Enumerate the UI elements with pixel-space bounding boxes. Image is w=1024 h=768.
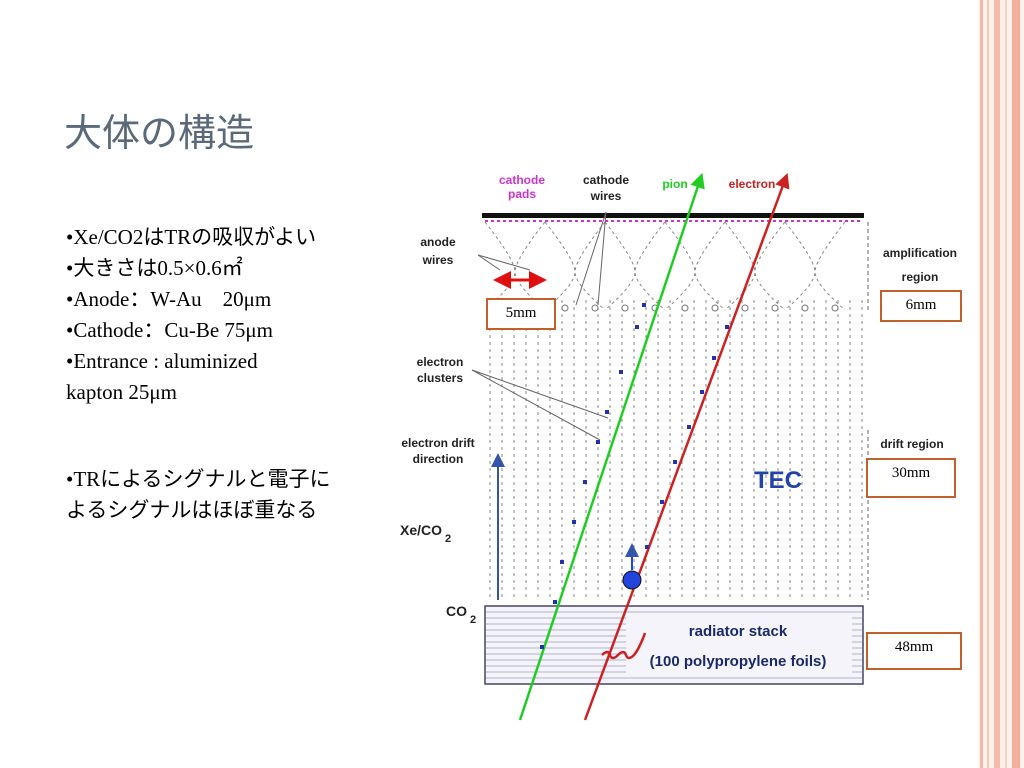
electron-track bbox=[583, 172, 790, 721]
electron-drift-direction-label: direction bbox=[413, 452, 464, 466]
decorative-stripes bbox=[978, 0, 1024, 768]
pion-label: pion bbox=[662, 177, 687, 191]
anode-wires-label: wires bbox=[422, 253, 454, 267]
cathode-wires-label: cathode bbox=[583, 173, 629, 187]
pointer-lines bbox=[471, 211, 609, 441]
pion-clusters bbox=[540, 303, 646, 649]
electron-clusters-label: clusters bbox=[417, 371, 463, 385]
cathode-wires-label: wires bbox=[590, 189, 622, 203]
bullet-item: •大きさは0.5×0.6㎡ bbox=[66, 256, 243, 280]
cathode-pad-bar bbox=[482, 213, 864, 218]
page-title: 大体の構造 bbox=[64, 111, 255, 155]
amplification-height-box: 6mm bbox=[880, 290, 962, 322]
radiator-stack-label: radiator stack bbox=[689, 623, 788, 640]
tr-absorption-point bbox=[622, 570, 642, 590]
electron-drift-direction-label: electron drift bbox=[401, 436, 474, 450]
bullet-item: •TRによるシグナルと電子に bbox=[66, 467, 331, 491]
amplification-region-label: amplification bbox=[883, 246, 957, 260]
amplification-field bbox=[484, 221, 846, 311]
amplification-region-label: region bbox=[902, 270, 939, 284]
drift-height-box: 30mm bbox=[866, 458, 956, 498]
bullet-item: •Cathode：Cu-Be 75μm bbox=[66, 318, 274, 342]
anode-wires-label: anode bbox=[420, 235, 456, 249]
bullet-item: •Entrance : aluminized bbox=[66, 349, 258, 373]
radiator-stack bbox=[484, 605, 864, 685]
cathode-wires bbox=[501, 304, 839, 312]
cathode-pads-label: pads bbox=[508, 187, 536, 201]
radiator-height-box: 48mm bbox=[866, 632, 962, 670]
electron-clusters-label: electron bbox=[417, 355, 464, 369]
co2-label: CO bbox=[446, 603, 467, 619]
bullet-item: kapton 25μm bbox=[66, 380, 177, 404]
cathode-pads-label: cathode bbox=[499, 173, 545, 187]
xe-co2-label: Xe/CO bbox=[400, 522, 442, 538]
bullet-item: よるシグナルはほぼ重なる bbox=[66, 498, 318, 522]
tr-photon bbox=[601, 632, 647, 660]
electron-label: electron bbox=[729, 177, 776, 191]
bullet-item: •Anode：W-Au 20μm bbox=[66, 287, 272, 311]
co2-subscript: 2 bbox=[470, 614, 476, 626]
tec-diagram: cathode pads cathode wires pion electron… bbox=[400, 172, 957, 721]
radiator-stack-label: (100 polypropylene foils) bbox=[650, 653, 827, 670]
drift-region-label: drift region bbox=[880, 437, 943, 451]
bullet-list: •Xe/CO2はTRの吸収がよい •大きさは0.5×0.6㎡ •Anode：W-… bbox=[66, 222, 386, 526]
pion-track bbox=[518, 172, 705, 721]
bullet-item: •Xe/CO2はTRの吸収がよい bbox=[66, 225, 317, 249]
tec-label: TEC bbox=[754, 467, 802, 494]
electron-clusters bbox=[645, 325, 729, 549]
wire-spacing-box: 5mm bbox=[486, 298, 556, 330]
field-lines bbox=[489, 300, 863, 600]
xe-co2-subscript: 2 bbox=[445, 533, 451, 545]
